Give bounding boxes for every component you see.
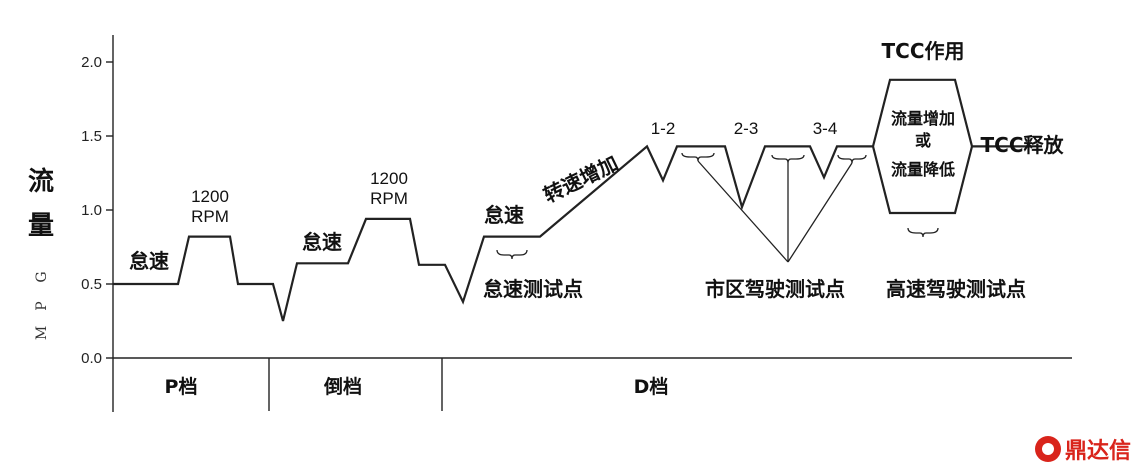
y-axis-label-1: 流 — [28, 167, 54, 197]
brace-highway — [907, 227, 939, 238]
label-flow-up: 流量增加 — [891, 109, 955, 128]
label-idle-r: 怠速 — [302, 230, 342, 254]
brace-idle — [496, 249, 528, 260]
label-rpm-r-unit: RPM — [370, 189, 408, 208]
watermark-text: 鼎达信 — [1064, 439, 1131, 464]
y-tick-label: 1.0 — [81, 202, 102, 219]
svg-text:P: P — [34, 301, 50, 310]
series-line-tcc-low — [871, 146, 974, 215]
label-flow-or: 或 — [915, 131, 931, 150]
label-idle-p: 怠速 — [129, 249, 169, 273]
brace-city-23 — [771, 154, 805, 164]
label-highway-test: 高速驾驶测试点 — [886, 277, 1026, 301]
series-line-main — [113, 78, 1033, 322]
brace-city-34 — [837, 154, 867, 164]
brace-city-12 — [681, 152, 715, 162]
leader-city-34 — [787, 162, 853, 263]
y-axis-unit: G P M — [34, 271, 50, 340]
leader-city-12 — [697, 160, 789, 263]
label-rpm-p-num: 1200 — [191, 187, 229, 206]
gear-label-p: P档 — [165, 375, 198, 398]
y-tick-label: 0.5 — [81, 276, 102, 293]
y-axis-label-2: 量 — [28, 211, 54, 241]
label-shift-34: 3-4 — [813, 119, 838, 138]
label-flow-down: 流量降低 — [891, 160, 955, 179]
gear-label-d: D档 — [634, 375, 669, 398]
y-tick-label: 1.5 — [81, 128, 102, 145]
label-idle-d: 怠速 — [484, 203, 524, 227]
y-tick-label: 0.0 — [81, 350, 102, 367]
svg-text:M: M — [34, 326, 50, 340]
y-tick-label: 2.0 — [81, 54, 102, 71]
label-tcc-release: TCC释放 — [981, 133, 1065, 157]
label-shift-12: 1-2 — [651, 119, 676, 138]
label-idle-test: 怠速测试点 — [483, 277, 583, 301]
y-ticks: 0.0 0.5 1.0 1.5 2.0 — [81, 54, 113, 367]
logo-icon — [1034, 436, 1061, 462]
label-rpm-r-num: 1200 — [370, 169, 408, 188]
watermark-logo: 鼎达信 — [1034, 433, 1131, 465]
label-shift-23: 2-3 — [734, 119, 759, 138]
label-rpm-p-unit: RPM — [191, 207, 229, 226]
gear-label-r: 倒档 — [323, 375, 362, 398]
label-tcc-apply: TCC作用 — [882, 39, 965, 63]
label-city-test: 市区驾驶测试点 — [705, 277, 845, 301]
svg-text:G: G — [34, 271, 50, 282]
